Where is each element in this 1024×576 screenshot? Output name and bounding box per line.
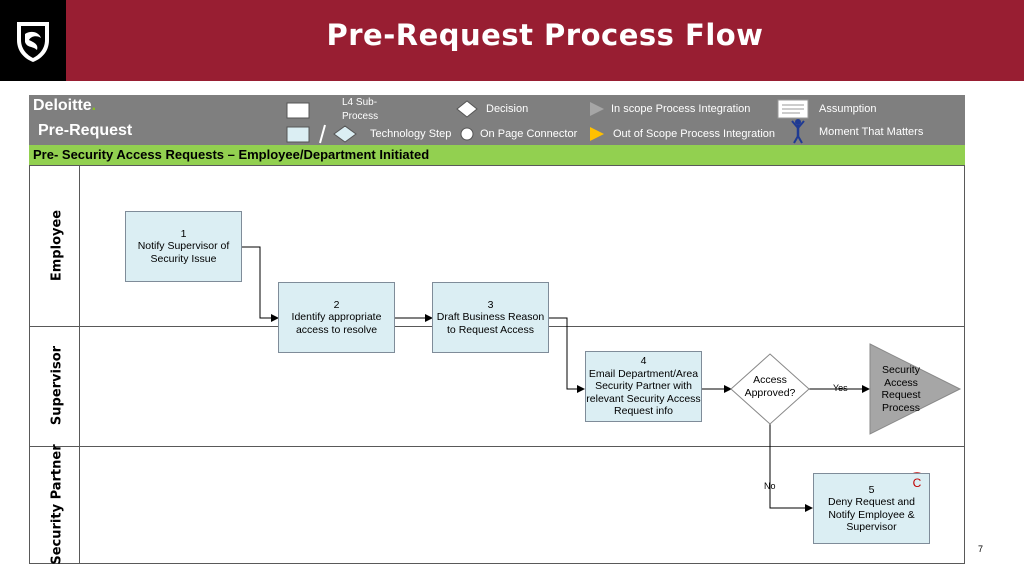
step-2: 2 Identify appropriate access to resolve — [278, 282, 395, 353]
step-number: 3 — [487, 298, 494, 311]
badge-letter: C — [912, 476, 922, 490]
legend-decision-label: Decision — [486, 103, 529, 115]
swimlane-frame — [29, 165, 965, 564]
out-of-scope-symbol — [590, 127, 604, 141]
slash-symbol — [319, 124, 326, 144]
brand-name: Deloitte. — [33, 97, 96, 115]
legend-assumption-label: Assumption — [819, 103, 877, 115]
decision-diamond — [730, 353, 810, 425]
step-number: 1 — [180, 227, 187, 240]
legend-in-scope-label: In scope Process Integration — [611, 103, 751, 115]
page-number: 7 — [978, 544, 984, 554]
step-number: 4 — [640, 355, 647, 368]
brand-text: Deloitte — [33, 97, 92, 114]
legend-technology-label: Technology Step — [370, 128, 452, 140]
step-text: Identify appropriate access to resolve — [291, 311, 382, 336]
step-number: 2 — [333, 298, 340, 311]
legend-panel — [29, 95, 965, 145]
integration-arrow — [869, 343, 962, 435]
connector-symbol — [460, 127, 474, 141]
header-bar — [0, 0, 1024, 81]
connector-3-4 — [549, 317, 585, 393]
page-title: Pre-Request Process Flow — [326, 18, 764, 52]
no-label: No — [764, 481, 776, 491]
legend-symbols — [286, 99, 809, 144]
connector-1-2 — [242, 246, 279, 322]
legend-subprocess-label: L4 Sub- Process — [342, 97, 379, 122]
process-title-bar — [29, 145, 965, 165]
decision-symbol — [456, 100, 478, 118]
step-text: Notify Supervisor of Security Issue — [137, 240, 230, 265]
in-scope-symbol — [590, 102, 604, 116]
step-text: Email Department/Area Security Partner w… — [586, 367, 701, 418]
integration-label: Security Access Request Process — [881, 364, 921, 414]
brand-dot: . — [91, 97, 97, 114]
legend-out-of-scope-label: Out of Scope Process Integration — [613, 128, 776, 140]
step-number: 5 — [868, 483, 875, 496]
step-3: 3 Draft Business Reason to Request Acces… — [432, 282, 549, 353]
step-5: 5 Deny Request and Notify Employee & Sup… — [813, 473, 930, 544]
person-icon — [791, 119, 805, 144]
subprocess-symbol — [286, 102, 310, 119]
step-1: 1 Notify Supervisor of Security Issue — [125, 211, 242, 282]
legend-moment-label: Moment That Matters — [819, 126, 924, 138]
step-4: 4 Email Department/Area Security Partner… — [585, 351, 702, 422]
lane-label-column-divider — [79, 165, 80, 564]
yes-label: Yes — [833, 383, 848, 393]
process-title: Pre- Security Access Requests – Employee… — [33, 147, 430, 162]
technology-rect-symbol — [286, 126, 310, 143]
legend-connector-label: On Page Connector — [480, 128, 578, 140]
technology-diamond-symbol — [333, 125, 357, 143]
lane-divider — [29, 446, 965, 447]
connector-no — [769, 423, 813, 512]
step-text: Deny Request and Notify Employee & Super… — [828, 496, 915, 533]
step-text: Draft Business Reason to Request Access — [436, 311, 545, 336]
university-logo — [0, 0, 66, 81]
legend-section-title: Pre-Request — [38, 122, 133, 139]
decision-label: Access Approved? — [744, 374, 796, 399]
